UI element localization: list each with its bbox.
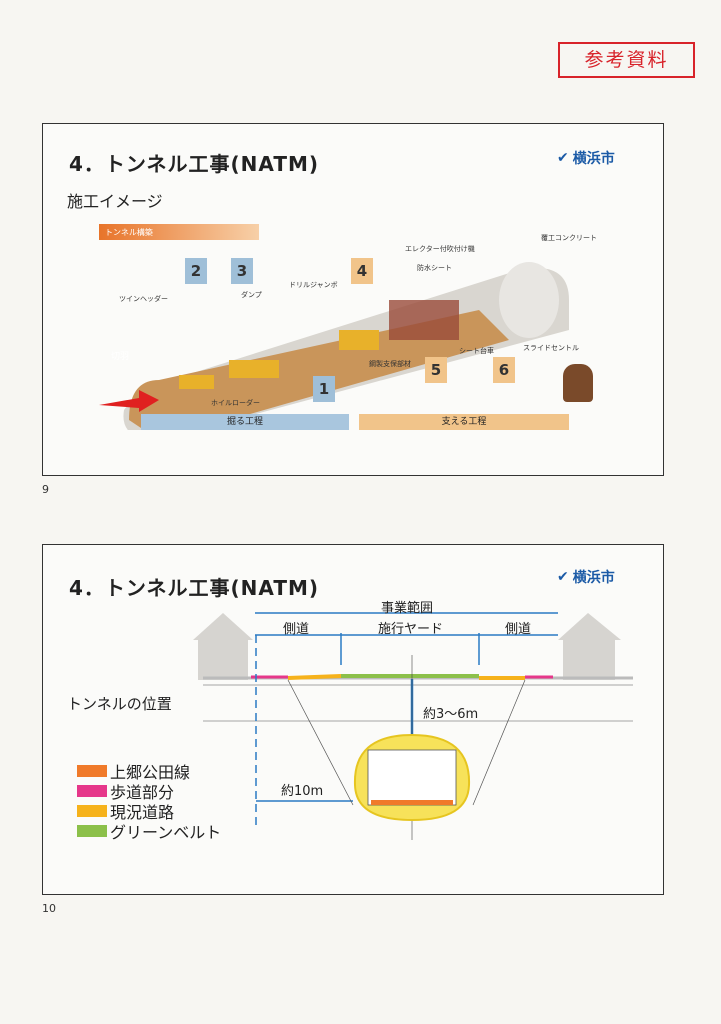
label-waterproof-sheet: 防水シート xyxy=(417,264,452,272)
drill-jumbo xyxy=(339,330,379,350)
label-lining-concrete: 覆工コンクリート xyxy=(541,234,597,242)
current-road-left xyxy=(287,674,342,680)
tunnel-illustration xyxy=(99,262,569,430)
slide-subtitle: 施工イメージ xyxy=(67,192,163,211)
advance-direction-arrow xyxy=(99,390,159,412)
yokohama-logo: ✔横浜市 xyxy=(557,148,615,168)
tunnel-lining xyxy=(499,262,559,338)
house-right-icon xyxy=(558,613,621,680)
reference-material-stamp: 参考資料 xyxy=(558,42,695,78)
logo-text: 横浜市 xyxy=(572,151,615,167)
side-road-left-label: 側道 xyxy=(283,622,310,637)
legend-item: 歩道部分 xyxy=(77,781,221,802)
label-drill-jumbo: ドリルジャンボ xyxy=(289,281,338,289)
step-5-marker: 5 xyxy=(425,357,447,383)
side-road-right-label: 側道 xyxy=(505,622,532,637)
step-4-marker: 4 xyxy=(351,258,373,284)
depth-label: 約3～6m xyxy=(423,707,479,722)
slide-tunnel-position: 4．トンネル工事(NATM) ✔横浜市 事業範囲 側道 施行ヤード 側道 トンネ… xyxy=(42,544,664,895)
label-steel-support: 鋼製支保部材 xyxy=(369,360,411,368)
legend-item: 上郷公田線 xyxy=(77,761,221,782)
project-range-label: 事業範囲 xyxy=(381,601,434,616)
logo-mark-icon: ✔ xyxy=(557,569,569,585)
label-wheel-loader: ホイルローダー xyxy=(211,399,260,407)
logo-text: 横浜市 xyxy=(572,570,615,586)
excavator xyxy=(179,375,214,389)
page-number: 10 xyxy=(42,902,56,915)
legend-swatch xyxy=(77,825,107,837)
cross-section-diagram xyxy=(193,612,633,840)
road-slab xyxy=(371,800,453,805)
support-process-bar: 支える工程 xyxy=(359,414,569,430)
step-2-marker: 2 xyxy=(185,258,207,284)
slide-construction-image: 4．トンネル工事(NATM) ✔横浜市 施工イメージ トンネル構築 切羽 2 3… xyxy=(42,123,664,476)
sheet-cart xyxy=(389,300,459,340)
face-label: 切羽 xyxy=(111,352,130,362)
tunnel-position-label: トンネルの位置 xyxy=(67,695,172,713)
step-3-marker: 3 xyxy=(231,258,253,284)
label-dump: ダンプ xyxy=(241,291,262,299)
yokohama-logo: ✔横浜市 xyxy=(557,567,615,587)
legend-item: 現況道路 xyxy=(77,801,221,822)
construction-yard-label: 施行ヤード xyxy=(378,622,444,637)
legend-label: 現況道路 xyxy=(110,803,175,822)
legend: 上郷公田線 歩道部分 現況道路 グリーンベルト xyxy=(77,761,222,842)
legend-swatch xyxy=(77,805,107,817)
step-1-marker: 1 xyxy=(313,376,335,402)
logo-mark-icon: ✔ xyxy=(557,150,569,166)
step-6-marker: 6 xyxy=(493,357,515,383)
slide-title: 4．トンネル工事(NATM) xyxy=(69,576,320,600)
dig-process-bar: 掘る工程 xyxy=(141,414,349,430)
legend-swatch xyxy=(77,785,107,797)
tunnel-construction-banner: トンネル構築 xyxy=(99,224,259,240)
label-slide-central: スライドセントル xyxy=(523,344,579,352)
label-twin-header: ツインヘッダー xyxy=(119,295,168,303)
legend-label: 上郷公田線 xyxy=(110,763,191,782)
page-number: 9 xyxy=(42,483,49,496)
legend-item: グリーンベルト xyxy=(77,821,222,842)
label-sheet-cart: シート台車 xyxy=(459,347,494,355)
dump-truck xyxy=(229,360,279,378)
label-erector: エレクター付吹付け機 xyxy=(405,245,475,253)
mascot-illustration xyxy=(563,364,593,402)
house-left-icon xyxy=(193,613,253,680)
legend-label: グリーンベルト xyxy=(110,823,222,842)
legend-swatch xyxy=(77,765,107,777)
slide-title: 4．トンネル工事(NATM) xyxy=(69,152,320,176)
offset-label: 約10m xyxy=(281,784,324,799)
legend-label: 歩道部分 xyxy=(110,783,175,802)
